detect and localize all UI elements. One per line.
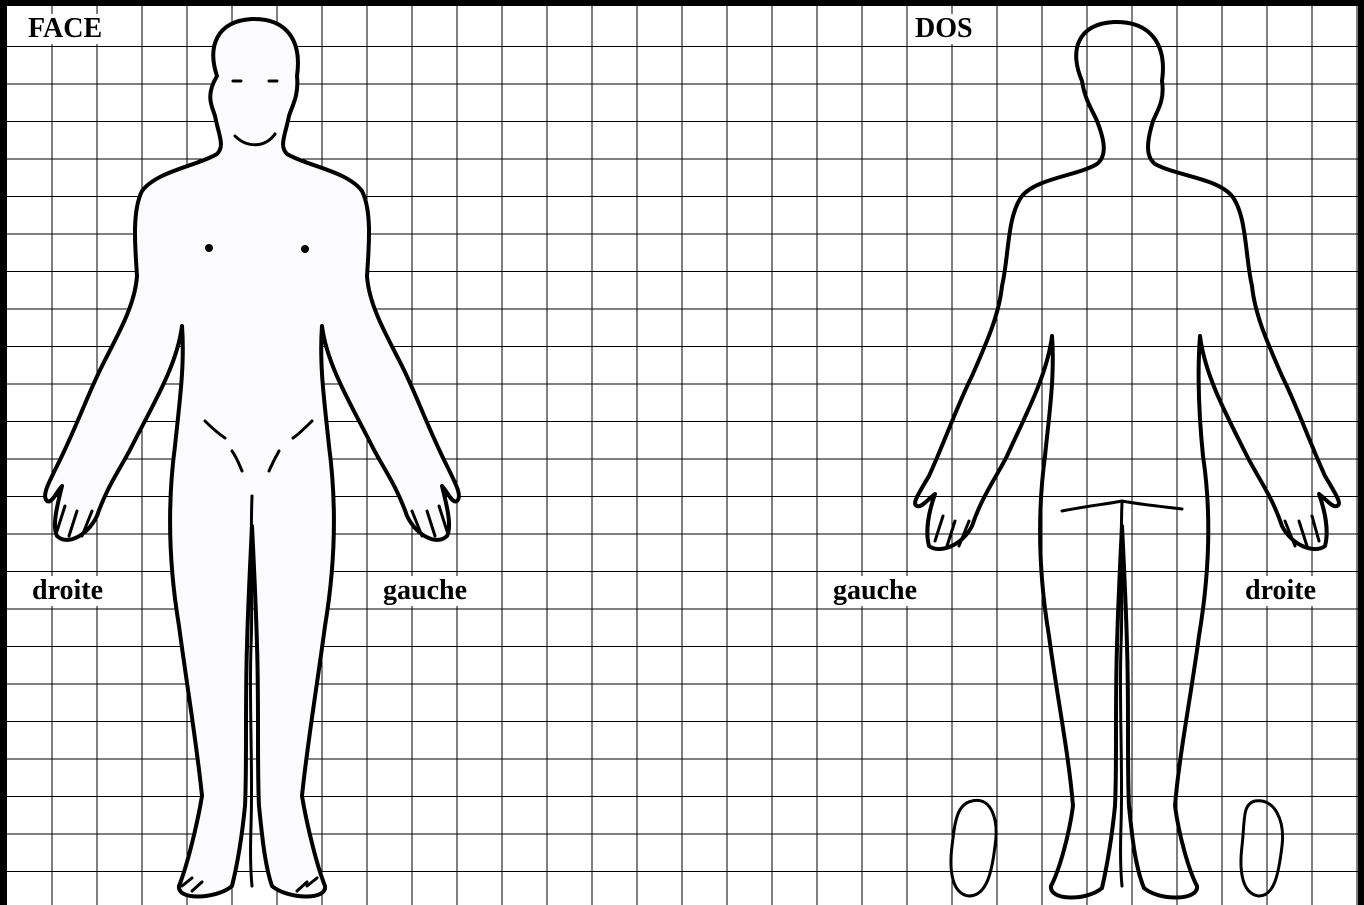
back-body-figure (915, 22, 1339, 898)
front-leg-inner-line (250, 496, 252, 886)
back-right-hand-fingers (1285, 516, 1319, 546)
back-foot-sole-right (1241, 801, 1283, 896)
back-foot-sole-left (951, 800, 996, 896)
body-figures (7, 6, 1358, 905)
dos-right-label: droite (1242, 576, 1319, 606)
dos-left-label: gauche (830, 576, 920, 606)
back-left-hand-fingers (935, 516, 969, 546)
face-title: FACE (25, 14, 105, 44)
face-left-label: gauche (380, 576, 470, 606)
face-right-label: droite (29, 576, 106, 606)
back-leg-inner-line (1120, 503, 1122, 886)
back-body-outline (915, 22, 1339, 898)
front-nipple-right (205, 244, 213, 252)
dos-title: DOS (912, 14, 976, 44)
front-nipple-left (301, 245, 309, 253)
front-body-figure (45, 19, 459, 897)
